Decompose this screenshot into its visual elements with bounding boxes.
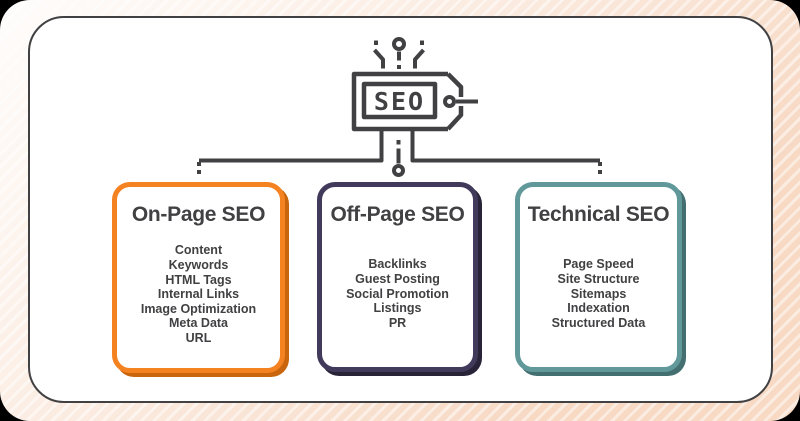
list-item: Meta Data <box>168 316 229 331</box>
list-item: Sitemaps <box>570 286 627 301</box>
list-item: Image Optimization <box>140 301 257 316</box>
list-item: HTML Tags <box>165 272 232 287</box>
list-item: Backlinks <box>368 257 427 272</box>
on-page-seo-list: Content Keywords HTML Tags Internal Link… <box>117 227 280 362</box>
technical-seo-box: Technical SEO Page Speed Site Structure … <box>515 182 682 372</box>
list-item: Listings <box>373 301 422 316</box>
list-item: URL <box>185 331 212 346</box>
list-item: Social Promotion <box>346 286 449 301</box>
list-item: Keywords <box>168 257 229 272</box>
on-page-seo-title: On-Page SEO <box>131 203 266 226</box>
list-item: Guest Posting <box>355 272 440 287</box>
technical-seo-list: Page Speed Site Structure Sitemaps Index… <box>520 227 677 361</box>
list-item: Indexation <box>567 301 630 316</box>
list-item: Internal Links <box>157 287 240 302</box>
list-item: PR <box>388 315 407 330</box>
on-page-seo-box: On-Page SEO Content Keywords HTML Tags I… <box>112 182 285 373</box>
off-page-seo-list: Backlinks Guest Posting Social Promotion… <box>322 227 473 361</box>
list-item: Content <box>174 243 223 258</box>
technical-seo-title: Technical SEO <box>527 203 670 226</box>
off-page-seo-box: Off-Page SEO Backlinks Guest Posting Soc… <box>317 182 478 372</box>
list-item: Page Speed <box>563 257 634 272</box>
list-item: Site Structure <box>557 272 640 287</box>
off-page-seo-title: Off-Page SEO <box>330 203 465 226</box>
list-item: Structured Data <box>551 315 646 330</box>
